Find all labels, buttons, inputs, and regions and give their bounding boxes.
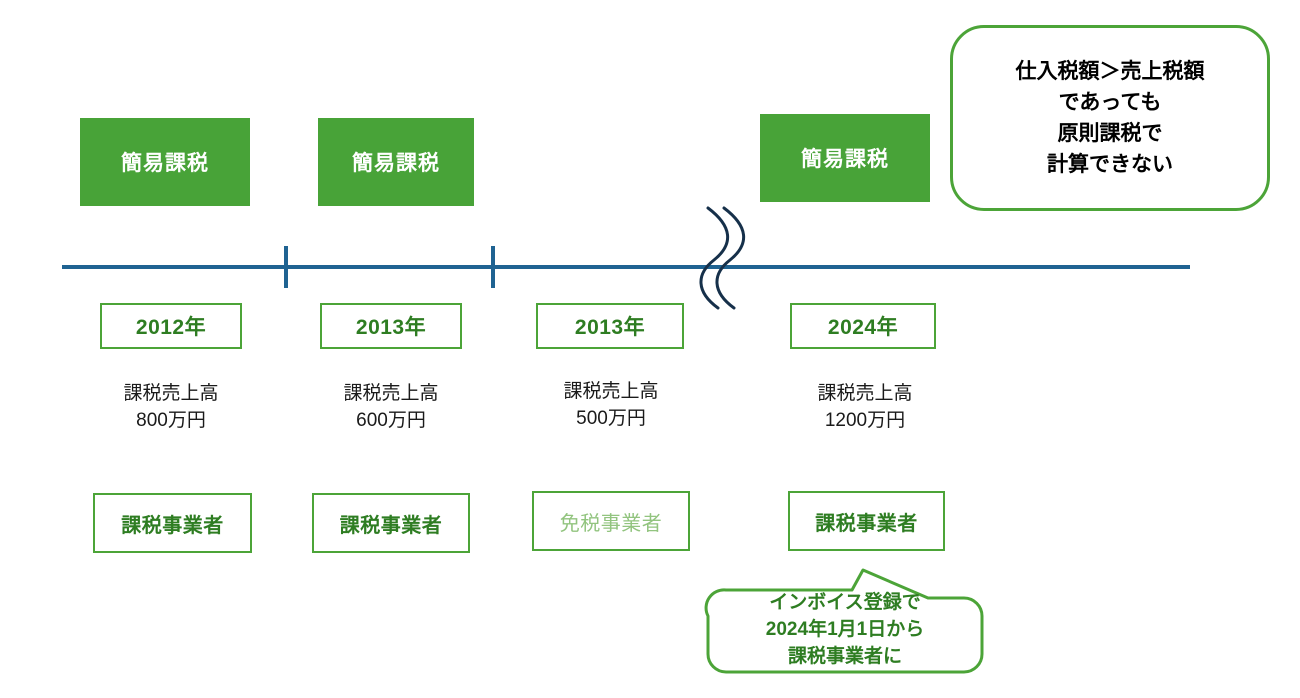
kani-kazei-label: 簡易課税: [121, 152, 209, 175]
callout-invoice-registration: インボイス登録で 2024年1月1日から 課税事業者に: [700, 558, 990, 683]
sales-text-2013a: 課税売上高 600万円: [343, 383, 439, 431]
timeline-tick-2: [491, 246, 495, 288]
callout-top-text: 仕入税額＞売上税額 であっても 原則課税で 計算できない: [1015, 59, 1205, 177]
status-box-2012: 課税事業者: [93, 493, 252, 553]
callout-genzoku-kazei: 仕入税額＞売上税額 であっても 原則課税で 計算できない: [950, 25, 1270, 211]
timeline-tick-1: [284, 246, 288, 288]
year-box-2013b: 2013年: [536, 303, 684, 349]
sales-text-2012: 課税売上高 800万円: [123, 383, 219, 431]
callout-bottom-text: インボイス登録で 2024年1月1日から 課税事業者に: [765, 592, 925, 667]
status-box-2024: 課税事業者: [788, 491, 945, 551]
speech-bubble-shape: [704, 568, 984, 674]
status-box-2013b: 免税事業者: [532, 491, 690, 551]
status-label: 課税事業者: [121, 514, 224, 537]
kani-kazei-block-2013a: 簡易課税: [318, 118, 474, 206]
kani-kazei-label: 簡易課税: [352, 152, 440, 175]
status-label: 課税事業者: [815, 512, 918, 535]
year-box-2012: 2012年: [100, 303, 242, 349]
kani-kazei-block-2024: 簡易課税: [760, 114, 930, 202]
sales-text-2013b: 課税売上高 500万円: [563, 381, 659, 429]
status-label: 免税事業者: [559, 512, 663, 535]
status-label: 課税事業者: [339, 514, 443, 537]
year-label: 2013年: [355, 316, 427, 339]
year-box-2024: 2024年: [790, 303, 936, 349]
kani-kazei-label: 簡易課税: [801, 148, 889, 171]
sales-text-2024: 課税売上高 1200万円: [817, 383, 913, 431]
timeline-axis-line: [62, 265, 1190, 269]
axis-break-icon: [699, 206, 746, 310]
year-label: 2012年: [135, 316, 207, 339]
kani-kazei-block-2012: 簡易課税: [80, 118, 250, 206]
status-box-2013a: 課税事業者: [312, 493, 470, 553]
year-label: 2024年: [827, 316, 899, 339]
year-label: 2013年: [574, 316, 646, 339]
year-box-2013a: 2013年: [320, 303, 462, 349]
